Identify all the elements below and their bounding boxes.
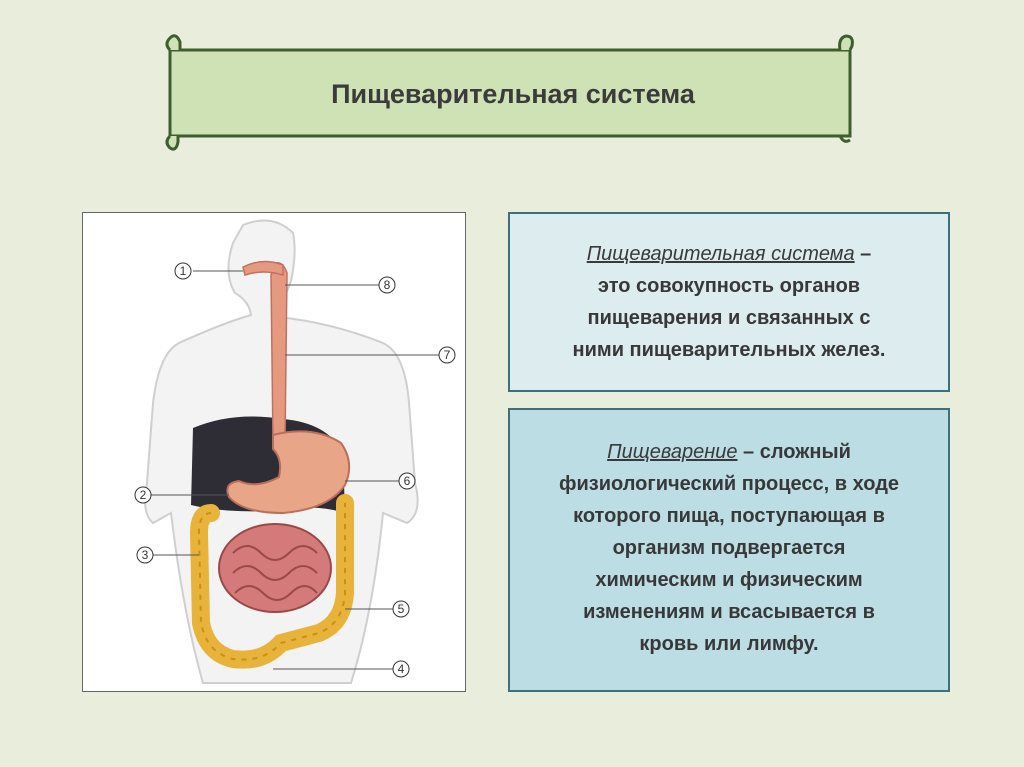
marker-4: 4 [398,662,405,676]
page-title: Пищеварительная система [331,78,695,109]
digestive-system-diagram: 1 8 7 2 6 3 5 4 [82,212,466,692]
definition1-first-line: Пищеварительная система – [510,238,948,270]
definition-box-digestion: Пищеварение – сложный физиологический пр… [508,408,950,692]
definition2-line: изменениям и всасывается в [583,601,875,623]
definition2-line: химическим и физическим [595,569,863,591]
definition2-first-line-rest: – сложный [737,441,851,463]
title-scroll-banner [165,34,854,151]
definition2-term: Пищеварение [607,441,738,463]
definition1-line: пищеварения и связанных с [587,307,871,329]
definition1-line: ними пищеварительных желез. [572,339,886,361]
marker-5: 5 [398,602,405,616]
definition1-line: это совокупность органов [597,275,861,297]
definition-box-digestive-system: Пищеварительная система – это совокупнос… [508,212,950,392]
definition1-dash: – [854,243,872,265]
definition2-line: которого пища, поступающая в [573,505,885,527]
definition2-line: кровь или лимфу. [639,633,819,655]
definition2-first-line: Пищеварение – сложный [510,436,948,468]
definition2-line: организм подвергается [612,537,846,559]
definition2-line: физиологический процесс, в ходе [558,473,900,495]
marker-7: 7 [444,348,451,362]
marker-3: 3 [142,548,149,562]
marker-8: 8 [384,278,391,292]
marker-6: 6 [404,474,411,488]
definition1-term: Пищеварительная система [586,243,855,265]
marker-2: 2 [140,488,147,502]
anatomy-illustration: 1 8 7 2 6 3 5 4 [134,219,456,684]
marker-1: 1 [180,264,187,278]
